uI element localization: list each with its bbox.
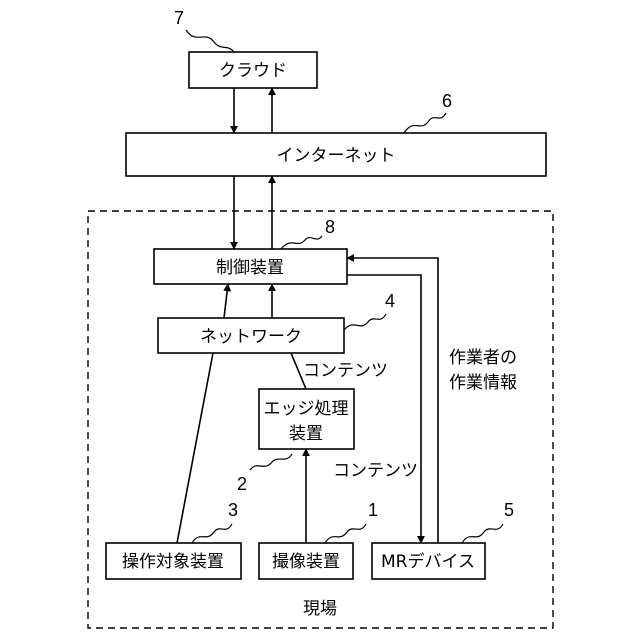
arrow-controller-to-mr [347,275,421,543]
leader-cloud [186,30,234,52]
ref-mr-device: 5 [504,500,514,520]
network-label: ネットワーク [200,327,302,347]
node-cloud: クラウド [189,52,317,88]
leader-target [192,524,232,543]
leader-controller [281,236,322,249]
leader-camera [325,524,366,543]
ref-network: 4 [385,291,395,311]
mr-device-label: MRデバイス [381,551,475,572]
leader-network [344,314,386,330]
cloud-label: クラウド [219,61,287,81]
node-controller: 制御装置 [154,249,347,284]
node-network: ネットワーク [158,318,344,353]
ref-cloud: 7 [174,8,184,28]
node-target: 操作対象装置 [106,543,241,579]
ref-target: 3 [228,500,238,520]
edge-label-line2: 装置 [289,424,323,444]
arrow-network-to-controller-left [224,284,228,318]
contents-label-upper: コンテンツ [303,361,388,381]
node-edge: エッジ処理 装置 [259,389,354,449]
site-label: 現場 [303,599,337,619]
controller-label: 制御装置 [216,258,284,278]
node-camera: 撮像装置 [259,543,353,579]
node-mr-device: MRデバイス [372,543,485,579]
ref-internet: 6 [442,91,452,111]
contents-label-lower: コンテンツ [333,461,418,481]
leader-edge [250,454,292,470]
leader-internet [404,113,446,133]
ref-edge: 2 [237,474,247,494]
internet-label: インターネット [277,146,396,166]
edge-label-line1: エッジ処理 [264,399,349,419]
leader-mr-device [462,524,503,543]
line-target-to-network [177,353,213,543]
camera-label: 撮像装置 [272,552,340,572]
target-label: 操作対象装置 [122,552,224,572]
ref-camera: 1 [368,500,378,520]
worker-info-label-line2: 作業情報 [449,373,517,393]
worker-info-label-line1: 作業者の [449,348,517,368]
node-internet: インターネット [126,133,546,176]
ref-controller: 8 [325,217,335,237]
